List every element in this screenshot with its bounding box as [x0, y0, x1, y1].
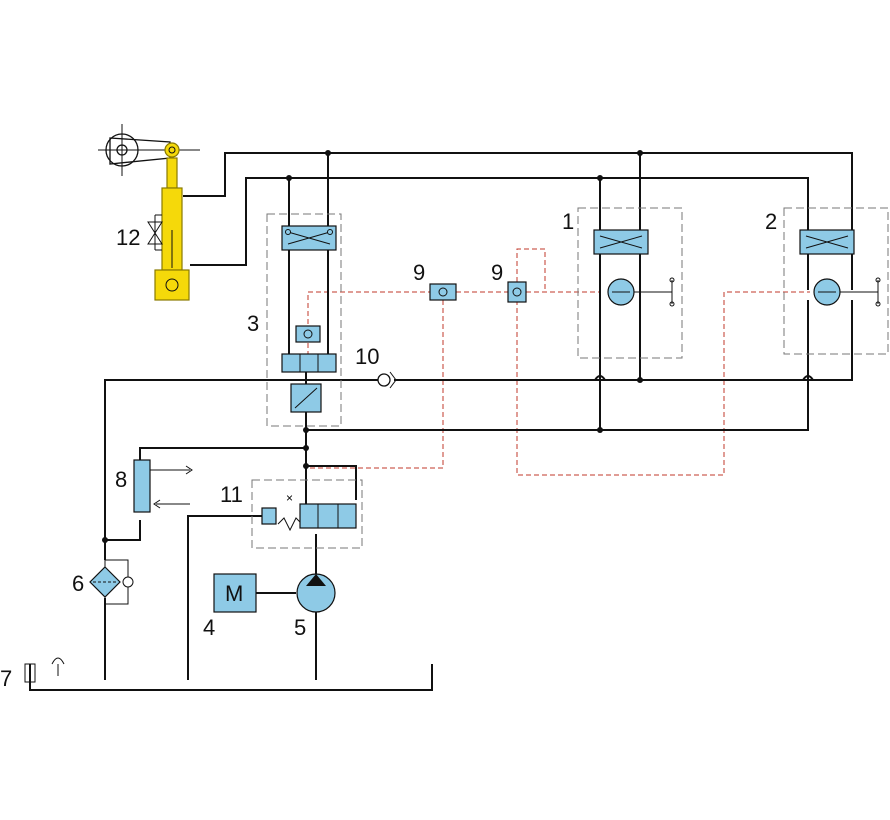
valve-block-3: [266, 213, 342, 427]
motor-letter: M: [225, 581, 243, 606]
label-2: 2: [765, 209, 777, 234]
svg-text:×: ×: [286, 491, 293, 505]
valve-block-1: [577, 207, 683, 359]
main-pipes: [29, 152, 853, 691]
label-9a: 9: [413, 260, 425, 285]
valve-block-2: [783, 207, 889, 355]
label-7: 7: [0, 666, 12, 691]
tank-accessories: [24, 657, 65, 683]
label-1: 1: [562, 209, 574, 234]
label-3: 3: [247, 311, 259, 336]
filter: [89, 559, 134, 605]
label-6: 6: [72, 571, 84, 596]
label-5: 5: [294, 615, 306, 640]
label-10: 10: [355, 344, 379, 369]
hydraulic-pump: [296, 573, 336, 613]
label-12: 12: [116, 225, 140, 250]
hydraulic-cylinder: [98, 124, 200, 301]
pilot-lines: [307, 248, 810, 476]
shuttle-valve-a: [429, 283, 457, 301]
cooler: [133, 459, 193, 513]
line-crossings: [594, 375, 814, 381]
electric-motor: [213, 573, 257, 613]
shuttle-valve-b: [507, 281, 527, 303]
junction-dots: [102, 150, 643, 543]
label-4: 4: [203, 615, 215, 640]
label-8: 8: [115, 467, 127, 492]
label-9b: 9: [491, 260, 503, 285]
relief-valve-block: ×: [251, 479, 363, 549]
check-valve: [377, 371, 397, 389]
label-11: 11: [220, 482, 243, 507]
